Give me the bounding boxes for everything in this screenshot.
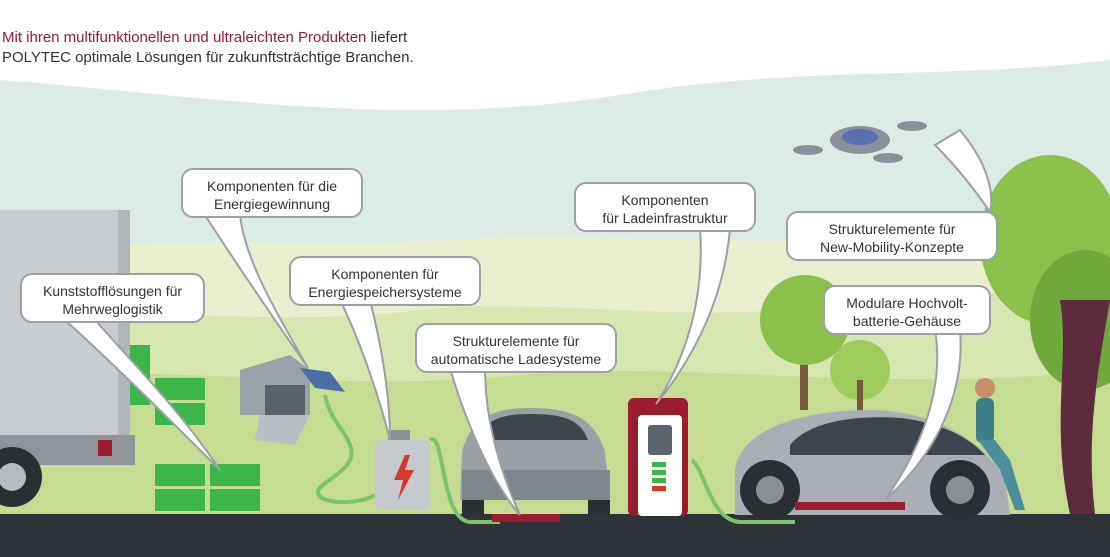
battery-pack — [795, 502, 905, 510]
charging-cables — [315, 394, 795, 524]
new-mobility-car-illustration — [735, 410, 1010, 520]
headline-rest: liefert — [366, 29, 408, 46]
solar-panel — [300, 368, 345, 392]
large-tree — [980, 155, 1110, 514]
person-illustration — [975, 378, 1025, 510]
drone-illustration — [793, 121, 927, 163]
charging-pad — [492, 514, 560, 522]
callout-energy-generation: Komponenten für die Energiegewinnung — [181, 168, 363, 218]
headline: Mit ihren multifunktionellen und ultrale… — [2, 28, 622, 68]
battery-illustration — [375, 430, 430, 510]
callout-battery-housing: Modulare Hochvolt- batterie-Gehäuse — [823, 285, 991, 335]
charging-station-illustration — [628, 398, 688, 516]
callout-new-mobility: Strukturelemente für New-Mobility-Konzep… — [786, 211, 998, 261]
callout-automatic-charging: Strukturelemente für automatische Ladesy… — [415, 323, 617, 373]
callout-energy-storage: Komponenten für Energiespeichersysteme — [289, 256, 481, 306]
headline-line2: POLYTEC optimale Lösungen für zukunftstr… — [2, 49, 414, 66]
headline-highlight: Mit ihren multifunktionellen und ultrale… — [2, 29, 367, 46]
callout-logistics: Kunststofflösungen für Mehrweglogistik — [20, 273, 205, 323]
callout-charging-infrastructure: Komponenten für Ladeinfrastruktur — [574, 182, 756, 232]
house-illustration — [240, 355, 345, 445]
